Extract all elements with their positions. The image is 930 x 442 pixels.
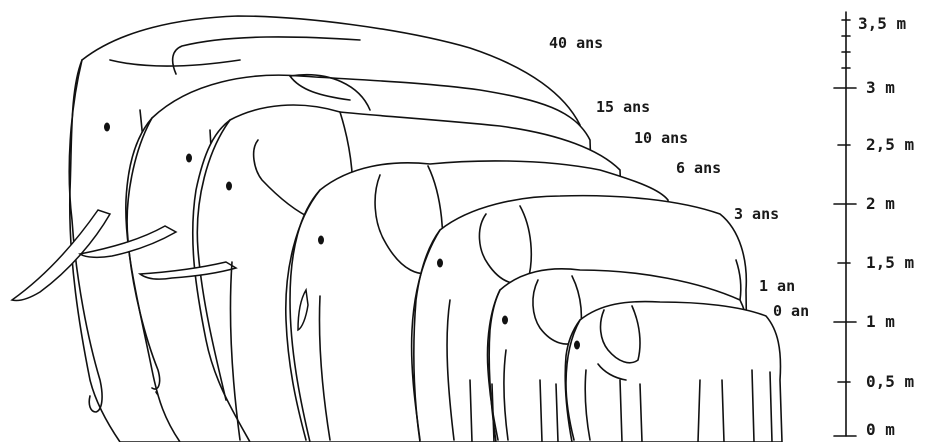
elephant-0-an <box>565 302 782 442</box>
age-label-40: 40 ans <box>549 34 603 52</box>
age-label-10: 10 ans <box>634 129 688 147</box>
scale-label-0m: 0 m <box>866 420 895 439</box>
eye-10-ans <box>226 182 232 191</box>
scale-label-1m: 1 m <box>866 312 895 331</box>
scale-label-2m: 2 m <box>866 194 895 213</box>
scale-label-1-5m: 1,5 m <box>866 253 915 272</box>
age-label-1: 1 an <box>759 277 795 295</box>
eye-3-ans <box>437 259 443 268</box>
age-label-3: 3 ans <box>734 205 779 223</box>
age-label-0: 0 an <box>773 302 809 320</box>
age-label-6: 6 ans <box>676 159 721 177</box>
scale-label-3-5m: 3,5 m <box>858 14 907 33</box>
age-label-15: 15 ans <box>596 98 650 116</box>
scale-label-0-5m: 0,5 m <box>866 372 915 391</box>
height-scale: 3,5 m 3 m 2,5 m 2 m 1,5 m 1 m 0,5 m 0 m <box>834 12 915 439</box>
eye-40-ans <box>104 123 110 132</box>
eye-0-an <box>574 341 580 350</box>
scale-label-3m: 3 m <box>866 78 895 97</box>
eye-15-ans <box>186 154 192 163</box>
scale-label-2-5m: 2,5 m <box>866 135 915 154</box>
eye-1-an <box>502 316 508 325</box>
eye-6-ans <box>318 236 324 245</box>
